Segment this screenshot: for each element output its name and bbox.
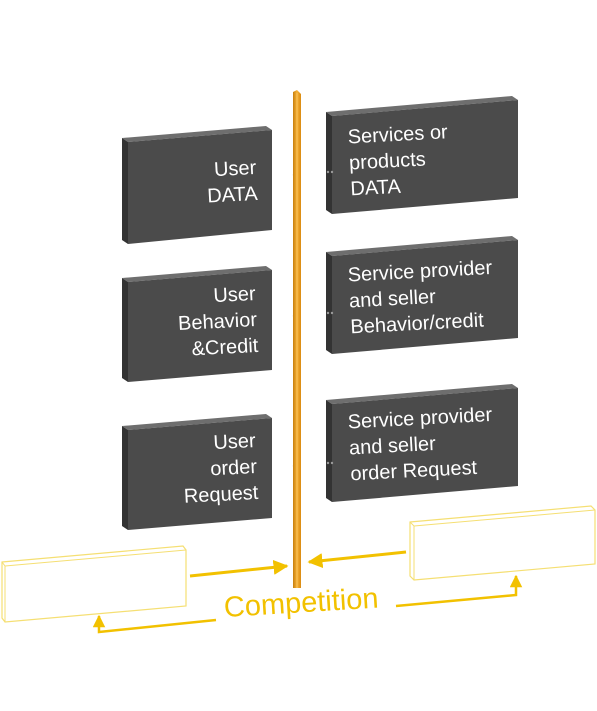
right-outline-box [409,505,596,581]
right-box-provider-order [326,384,518,502]
competition-right-arrow [395,574,523,608]
left-box-label-user-data: User DATA [206,156,259,208]
left-box-label-user-behavior: User Behavior &Credit [177,282,259,361]
right-box-label-provider-order: Service provider and seller order Reques… [347,403,493,486]
right-arrow-to-pole [307,550,407,569]
left-box-label-user-order: User order Request [183,429,259,508]
left-arrow-to-pole [189,559,289,578]
central-pole [293,90,301,588]
left-outline-box [1,545,187,623]
left-box-user-behavior [122,266,272,382]
right-box-label-provider-behavior: Service provider and seller Behavior/cre… [347,256,493,339]
right-box-services-data [326,96,518,214]
competition-left-arrow [92,614,217,634]
left-box-user-order [122,414,272,530]
right-box-provider-behavior [326,236,518,354]
left-box-user-data [122,126,272,244]
right-box-label-services-data: Services or products DATA [347,121,449,201]
